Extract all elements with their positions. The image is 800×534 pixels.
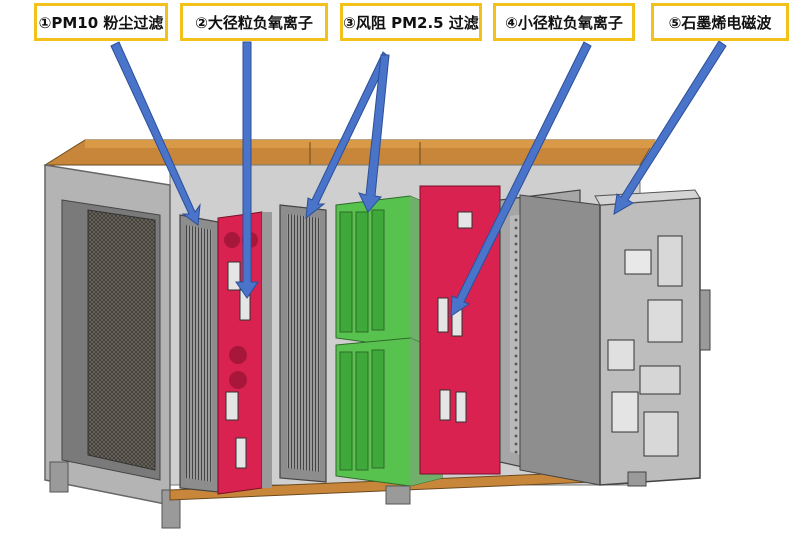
pm25-mesh-frame bbox=[279, 204, 327, 483]
arrow-pm25-mesh bbox=[305, 51, 390, 220]
pointer-arrows bbox=[110, 40, 727, 317]
arrow-pm10 bbox=[110, 41, 201, 226]
callout-small-ion: ④小径粒负氧离子 bbox=[493, 3, 635, 41]
left-side-panel bbox=[44, 164, 181, 529]
arrow-graphene bbox=[613, 40, 727, 215]
housing-roof bbox=[43, 139, 656, 166]
pm10-filter bbox=[179, 214, 219, 493]
arrow-pm25-bag bbox=[358, 54, 390, 213]
graphene-em-cabinet bbox=[519, 189, 711, 487]
callout-graphene-em: ⑤石墨烯电磁波 bbox=[651, 3, 789, 41]
callout-large-ion: ②大径粒负氧离子 bbox=[180, 3, 328, 41]
small-ion-panel bbox=[419, 185, 501, 475]
callout-pm25-filter: ③风阻 PM2.5 过滤 bbox=[340, 3, 482, 41]
arrow-large-ion bbox=[235, 41, 259, 299]
callout-pm10-filter: ①PM10 粉尘过滤 bbox=[34, 3, 168, 41]
arrow-small-ion bbox=[450, 41, 592, 317]
